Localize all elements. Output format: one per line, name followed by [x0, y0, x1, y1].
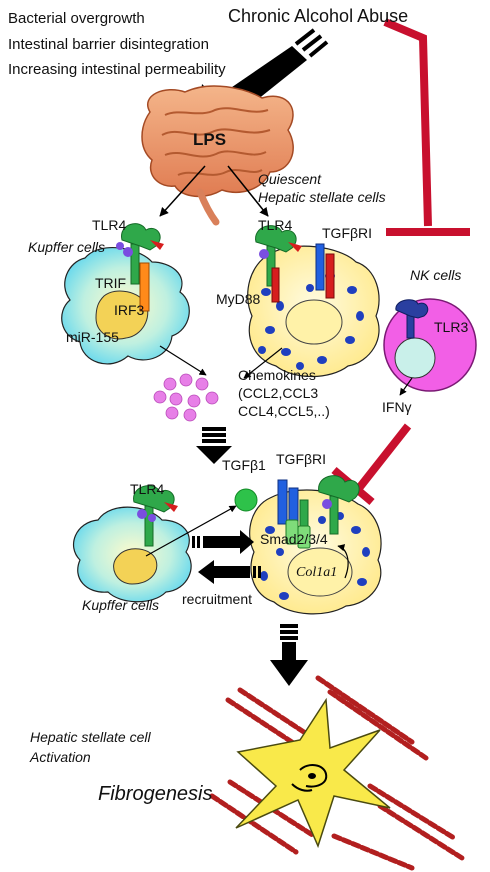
- tgfbri-receptor-activated: [277, 479, 288, 525]
- chemokines-line1: (CCL2,CCL3: [238, 385, 319, 401]
- kupffer-lower-label: Kupffer cells: [82, 597, 160, 613]
- hsc-vitamin-a-droplets: [258, 272, 364, 370]
- smad-label: Smad2/3/4: [260, 531, 328, 547]
- kupffer-to-tgfb1-arrow: [145, 505, 237, 557]
- kupffer-cell-lower: [72, 485, 192, 603]
- fibrogenesis-label: Fibrogenesis: [98, 783, 213, 805]
- alcohol-inhibits-nk-line: [383, 18, 470, 236]
- lps-to-hsc-arrow: [227, 165, 269, 217]
- kupffer-to-chemokines-arrow: [159, 345, 207, 376]
- nk-to-ifng-arrow: [399, 377, 413, 396]
- kupffer-upper-label: Kupffer cells: [28, 239, 106, 255]
- bottom-down-arrow: [270, 624, 308, 686]
- lps-to-kupffer-arrow: [159, 165, 206, 217]
- header-title: Chronic Alcohol Abuse: [228, 6, 409, 26]
- tlr4-label-kupffer-upper: TLR4: [92, 217, 127, 233]
- chemokines-label: Chemokines: [238, 367, 316, 383]
- tlr4-label-hsc: TLR4: [258, 217, 293, 233]
- tgfb1-label: TGFβ1: [222, 457, 266, 473]
- nk-cells-label: NK cells: [410, 267, 462, 283]
- ifng-label: IFNγ: [382, 399, 412, 415]
- hsc-activation-line1: Hepatic stellate cell: [30, 729, 151, 745]
- chemokines-line2: CCL4,CCL5,..): [238, 403, 330, 419]
- quiescent-hsc-label-line2: Hepatic stellate cells: [258, 189, 386, 205]
- mir155-label: miR-155: [66, 329, 119, 345]
- myd88-label: MyD88: [216, 291, 261, 307]
- tlr4-label-kupffer-lower: TLR4: [130, 481, 165, 497]
- gut-effect-2: Intestinal barrier disintegration: [8, 36, 209, 53]
- hsc-activation-line2: Activation: [30, 749, 91, 765]
- nk-cell: [383, 298, 477, 392]
- activated-hsc-cell: [249, 475, 382, 615]
- hsc-to-chemokines-arrow: [243, 347, 283, 379]
- tgfb1-ligand: [234, 488, 258, 512]
- col1a1-label: Col1a1: [296, 565, 338, 580]
- tlr3-label: TLR3: [434, 319, 469, 335]
- kupffer-cell-upper: [61, 223, 190, 365]
- tgfbri-label-activated: TGFβRI: [276, 451, 327, 467]
- quiescent-hsc-label-line1: Quiescent: [258, 171, 322, 187]
- gut-effect-3: Increasing intestinal permeability: [8, 61, 226, 78]
- activated-stellate-cell: [235, 697, 391, 849]
- quiescent-hsc-cell: [247, 225, 380, 378]
- lps-label: LPS: [193, 130, 227, 149]
- tgfbri-label-quiescent: TGFβRI: [322, 225, 373, 241]
- gut-effect-1: Bacterial overgrowth: [8, 10, 145, 27]
- chemokine-particles: [153, 373, 219, 422]
- intestine-illustration: [141, 85, 294, 226]
- mid-down-arrow: [196, 427, 232, 464]
- irf3-label: IRF3: [114, 302, 145, 318]
- activated-hsc-droplets: [260, 512, 370, 600]
- tgfbri-receptor-quiescent: [315, 243, 325, 291]
- recruitment-label: recruitment: [182, 591, 253, 607]
- trif-label: TRIF: [95, 275, 127, 291]
- recruitment-arrows: [192, 530, 261, 584]
